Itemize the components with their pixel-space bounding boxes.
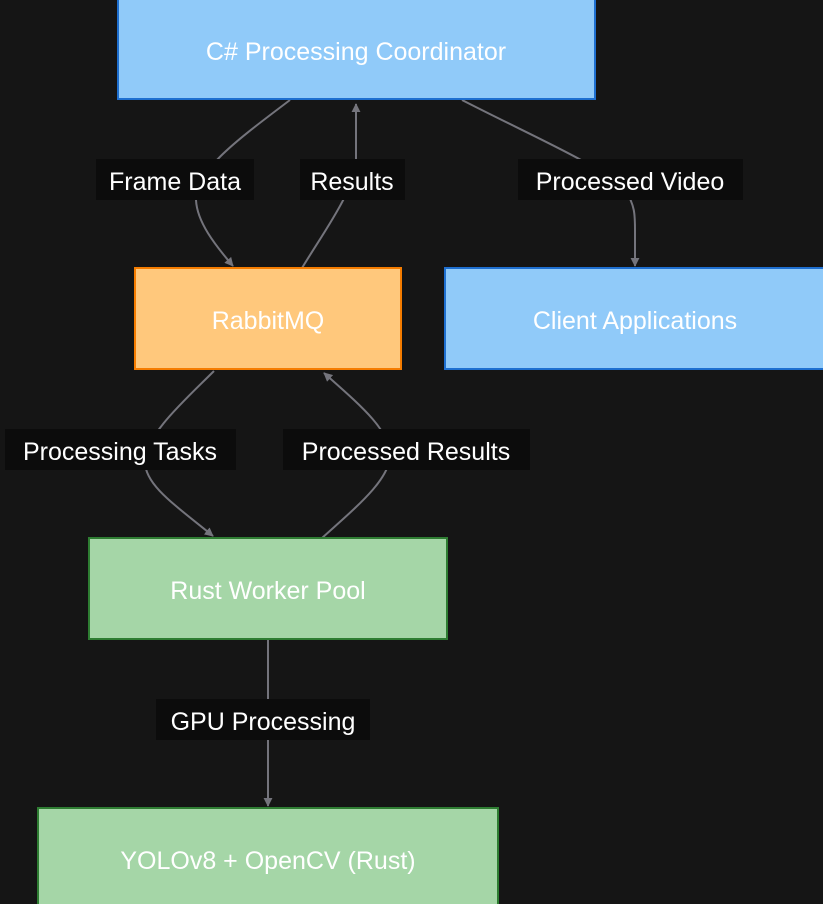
node-rabbitmq[interactable]: RabbitMQ <box>134 267 402 370</box>
node-coordinator[interactable]: C# Processing Coordinator <box>117 0 596 100</box>
svg-text:RabbitMQ: RabbitMQ <box>212 307 325 335</box>
node-rust-worker-pool[interactable]: Rust Worker Pool <box>88 537 448 640</box>
edge-label-frame-data: Frame Data <box>96 159 254 200</box>
svg-text:Processed Video: Processed Video <box>536 168 725 196</box>
svg-text:Processed Results: Processed Results <box>302 438 510 466</box>
svg-text:Results: Results <box>310 168 393 196</box>
svg-text:YOLOv8 + OpenCV (Rust): YOLOv8 + OpenCV (Rust) <box>120 847 415 875</box>
edge-label-processed-results: Processed Results <box>283 429 530 470</box>
svg-text:Frame Data: Frame Data <box>109 168 241 196</box>
svg-text:Processing Tasks: Processing Tasks <box>23 438 217 466</box>
node-yolo-opencv[interactable]: YOLOv8 + OpenCV (Rust) <box>37 807 499 904</box>
svg-text:C# Processing Coordinator: C# Processing Coordinator <box>206 38 506 66</box>
edge-label-results: Results <box>300 159 405 200</box>
svg-text:Rust Worker Pool: Rust Worker Pool <box>170 577 365 605</box>
node-client-applications[interactable]: Client Applications <box>444 267 823 370</box>
edge-label-processed-video: Processed Video <box>518 159 743 200</box>
edge-label-processing-tasks: Processing Tasks <box>5 429 236 470</box>
svg-text:GPU Processing: GPU Processing <box>171 708 356 736</box>
svg-text:Client Applications: Client Applications <box>533 307 737 335</box>
edge-label-gpu-processing: GPU Processing <box>156 699 370 740</box>
